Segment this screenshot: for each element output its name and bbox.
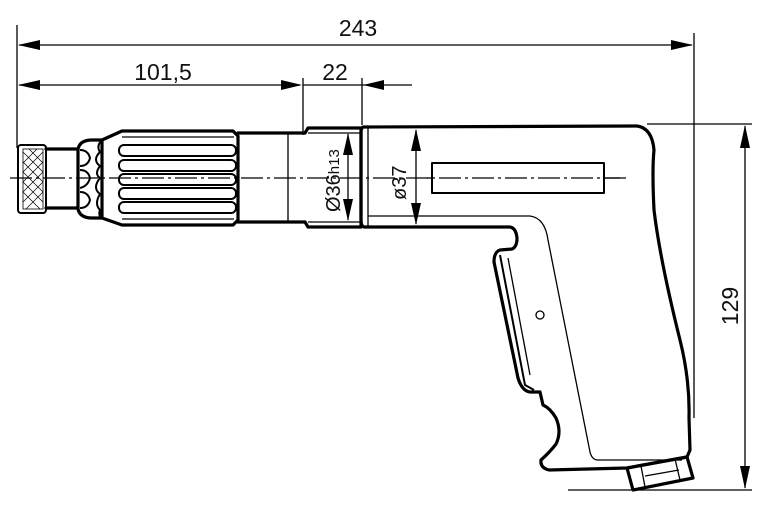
dim-label-129: 129	[717, 287, 743, 325]
motor-housing-and-grip: ø37	[359, 124, 692, 472]
dim-label-d36: Ø36h13	[323, 149, 345, 212]
dimension-overall-height: 129	[568, 123, 752, 491]
bit-holder-knurled	[17, 144, 47, 214]
dimension-collar-width: 22	[302, 59, 412, 135]
dimension-overall-length: 243	[16, 15, 695, 148]
dim-label-101-5: 101,5	[134, 59, 192, 85]
dim-label-22: 22	[322, 59, 348, 85]
spindle-neck	[44, 147, 80, 210]
dimension-front-length: 101,5	[18, 59, 302, 90]
clutch-housing-fluted	[100, 129, 240, 227]
air-inlet-hex-nut	[625, 455, 695, 492]
dim-label-d37: ø37	[389, 166, 411, 200]
hex-nut-front	[76, 138, 104, 220]
dim-label-243: 243	[339, 15, 377, 41]
front-tube	[236, 131, 307, 224]
